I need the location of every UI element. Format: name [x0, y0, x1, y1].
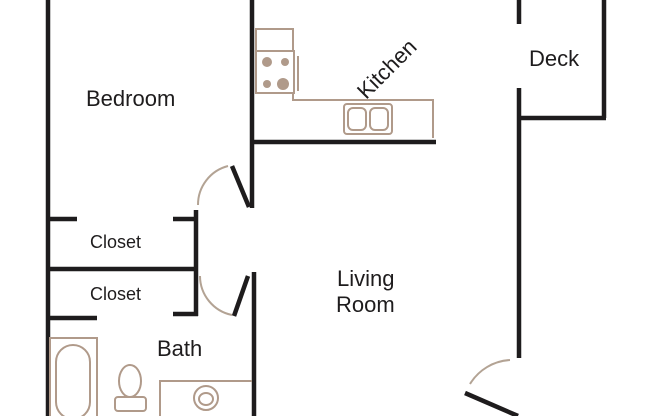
vanity-counter: [159, 380, 252, 416]
room-label-bath: Bath: [157, 336, 203, 361]
entry-door: [464, 390, 519, 416]
toilet-icon: [118, 364, 142, 398]
burner-icon: [277, 78, 289, 90]
entry-door-swing: [469, 359, 511, 385]
bath-door: [231, 275, 251, 317]
stove-icon: [255, 50, 295, 94]
room-label-closet-1: Closet: [90, 232, 142, 252]
room-label-living-room-line2: Room: [336, 292, 395, 317]
kitchen-counter: [292, 93, 434, 138]
bath-door-swing: [199, 275, 233, 316]
bath-sink-icon: [193, 385, 219, 411]
burner-icon: [262, 57, 272, 67]
bedroom-door: [229, 165, 252, 208]
room-label-living-room-line1: Living: [337, 266, 395, 291]
bedroom-door-swing: [196, 165, 229, 206]
bathtub-icon: [49, 337, 98, 416]
kitchen-sink-icon: [343, 103, 393, 135]
room-label-deck: Deck: [529, 46, 580, 71]
room-label-closet-2: Closet: [90, 284, 142, 304]
kitchen-cabinet: [255, 28, 294, 52]
burner-icon: [263, 80, 271, 88]
room-label-bedroom: Bedroom: [86, 86, 176, 111]
burner-icon: [281, 58, 289, 66]
